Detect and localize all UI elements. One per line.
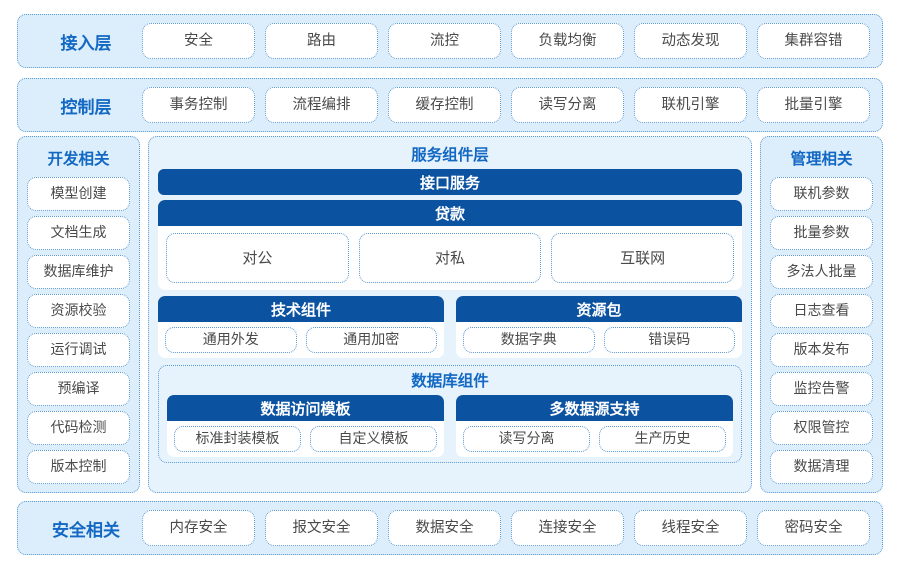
card-tech-component: 技术组件 通用外发 通用加密 bbox=[158, 296, 444, 358]
card-title-resource-package[interactable]: 资源包 bbox=[456, 296, 742, 322]
card-body-data-access-template: 标准封装模板 自定义模板 bbox=[167, 421, 444, 457]
layer-items-control: 事务控制 流程编排 缓存控制 读写分离 联机引擎 批量引擎 bbox=[142, 87, 870, 123]
capability-chip[interactable]: 缓存控制 bbox=[388, 87, 501, 123]
card-title-multi-datasource[interactable]: 多数据源支持 bbox=[456, 395, 733, 421]
capability-chip[interactable]: 事务控制 bbox=[142, 87, 255, 123]
capability-chip[interactable]: 权限管控 bbox=[770, 411, 873, 445]
capability-chip[interactable]: 密码安全 bbox=[757, 510, 870, 546]
capability-chip[interactable]: 标准封装模板 bbox=[174, 426, 301, 452]
layer-title-security: 安全相关 bbox=[52, 520, 120, 541]
card-multi-datasource: 多数据源支持 读写分离 生产历史 bbox=[456, 395, 733, 457]
capability-chip[interactable]: 自定义模板 bbox=[310, 426, 437, 452]
capability-chip[interactable]: 对公 bbox=[166, 233, 349, 283]
capability-chip[interactable]: 联机引擎 bbox=[634, 87, 747, 123]
capability-chip[interactable]: 联机参数 bbox=[770, 177, 873, 211]
capability-chip[interactable]: 代码检测 bbox=[27, 411, 130, 445]
capability-chip[interactable]: 流控 bbox=[388, 23, 501, 59]
capability-chip[interactable]: 内存安全 bbox=[142, 510, 255, 546]
capability-chip[interactable]: 模型创建 bbox=[27, 177, 130, 211]
capability-chip[interactable]: 生产历史 bbox=[599, 426, 726, 452]
capability-chip[interactable]: 安全 bbox=[142, 23, 255, 59]
capability-chip[interactable]: 版本发布 bbox=[770, 333, 873, 367]
capability-chip[interactable]: 对私 bbox=[358, 233, 542, 283]
capability-chip[interactable]: 批量引擎 bbox=[757, 87, 870, 123]
card-body-loan: 对公 对私 互联网 bbox=[158, 226, 742, 290]
capability-chip[interactable]: 日志查看 bbox=[770, 294, 873, 328]
column-service-components: 服务组件层 接口服务 贷款 对公 对私 互联网 技术组件 通用外发 通用加密 bbox=[148, 136, 752, 493]
row-tech-and-resource: 技术组件 通用外发 通用加密 资源包 数据字典 错误码 bbox=[158, 296, 742, 358]
capability-chip[interactable]: 多法人批量 bbox=[770, 255, 873, 289]
panel-title-database-component: 数据库组件 bbox=[411, 372, 489, 390]
column-title-development: 开发相关 bbox=[47, 150, 110, 168]
capability-chip[interactable]: 报文安全 bbox=[265, 510, 378, 546]
capability-chip[interactable]: 数据字典 bbox=[463, 327, 595, 353]
capability-chip[interactable]: 互联网 bbox=[551, 233, 735, 283]
capability-chip[interactable]: 数据清理 bbox=[770, 450, 873, 484]
capability-chip[interactable]: 错误码 bbox=[603, 327, 735, 353]
capability-chip[interactable]: 通用加密 bbox=[305, 327, 437, 353]
column-title-service-components: 服务组件层 bbox=[411, 146, 489, 164]
layer-items-access: 安全 路由 流控 负载均衡 动态发现 集群容错 bbox=[142, 23, 870, 59]
capability-chip[interactable]: 线程安全 bbox=[634, 510, 747, 546]
capability-chip[interactable]: 文档生成 bbox=[27, 216, 130, 250]
capability-chip[interactable]: 数据库维护 bbox=[27, 255, 130, 289]
layer-row-access: 接入层 安全 路由 流控 负载均衡 动态发现 集群容错 bbox=[17, 14, 883, 68]
card-title-loan[interactable]: 贷款 bbox=[158, 200, 742, 226]
card-loan: 贷款 对公 对私 互联网 bbox=[158, 200, 742, 290]
card-data-access-template: 数据访问模板 标准封装模板 自定义模板 bbox=[167, 395, 444, 457]
card-body-multi-datasource: 读写分离 生产历史 bbox=[456, 421, 733, 457]
capability-chip[interactable]: 数据安全 bbox=[388, 510, 501, 546]
capability-chip[interactable]: 监控告警 bbox=[770, 372, 873, 406]
column-items-development: 模型创建 文档生成 数据库维护 资源校验 运行调试 预编译 代码检测 版本控制 bbox=[27, 177, 130, 484]
capability-chip[interactable]: 连接安全 bbox=[511, 510, 624, 546]
layer-items-security: 内存安全 报文安全 数据安全 连接安全 线程安全 密码安全 bbox=[142, 510, 870, 546]
column-development: 开发相关 模型创建 文档生成 数据库维护 资源校验 运行调试 预编译 代码检测 … bbox=[17, 136, 140, 493]
capability-chip[interactable]: 预编译 bbox=[27, 372, 130, 406]
layer-row-control: 控制层 事务控制 流程编排 缓存控制 读写分离 联机引擎 批量引擎 bbox=[17, 78, 883, 132]
card-resource-package: 资源包 数据字典 错误码 bbox=[456, 296, 742, 358]
capability-chip[interactable]: 集群容错 bbox=[757, 23, 870, 59]
row-database-cards: 数据访问模板 标准封装模板 自定义模板 多数据源支持 读写分离 生产历史 bbox=[167, 395, 733, 457]
panel-database-component: 数据库组件 数据访问模板 标准封装模板 自定义模板 多数据源支持 读写分离 生 bbox=[158, 365, 742, 463]
column-items-management: 联机参数 批量参数 多法人批量 日志查看 版本发布 监控告警 权限管控 数据清理 bbox=[770, 177, 873, 484]
capability-chip[interactable]: 路由 bbox=[265, 23, 378, 59]
card-body-tech-component: 通用外发 通用加密 bbox=[158, 322, 444, 358]
column-title-management: 管理相关 bbox=[790, 150, 853, 168]
card-title-tech-component[interactable]: 技术组件 bbox=[158, 296, 444, 322]
capability-chip[interactable]: 运行调试 bbox=[27, 333, 130, 367]
card-title-data-access-template[interactable]: 数据访问模板 bbox=[167, 395, 444, 421]
capability-chip[interactable]: 通用外发 bbox=[165, 327, 297, 353]
layer-row-security: 安全相关 内存安全 报文安全 数据安全 连接安全 线程安全 密码安全 bbox=[17, 501, 883, 555]
capability-chip[interactable]: 负载均衡 bbox=[511, 23, 624, 59]
capability-chip[interactable]: 动态发现 bbox=[634, 23, 747, 59]
layer-title-access: 接入层 bbox=[60, 33, 112, 54]
card-body-resource-package: 数据字典 错误码 bbox=[456, 322, 742, 358]
capability-chip[interactable]: 流程编排 bbox=[265, 87, 378, 123]
capability-chip[interactable]: 批量参数 bbox=[770, 216, 873, 250]
layer-title-control: 控制层 bbox=[60, 97, 112, 118]
capability-chip[interactable]: 资源校验 bbox=[27, 294, 130, 328]
capability-chip[interactable]: 读写分离 bbox=[511, 87, 624, 123]
middle-region: 开发相关 模型创建 文档生成 数据库维护 资源校验 运行调试 预编译 代码检测 … bbox=[0, 136, 900, 493]
capability-chip[interactable]: 读写分离 bbox=[463, 426, 590, 452]
bar-interface-service[interactable]: 接口服务 bbox=[158, 169, 742, 195]
column-management: 管理相关 联机参数 批量参数 多法人批量 日志查看 版本发布 监控告警 权限管控… bbox=[760, 136, 883, 493]
capability-chip[interactable]: 版本控制 bbox=[27, 450, 130, 484]
